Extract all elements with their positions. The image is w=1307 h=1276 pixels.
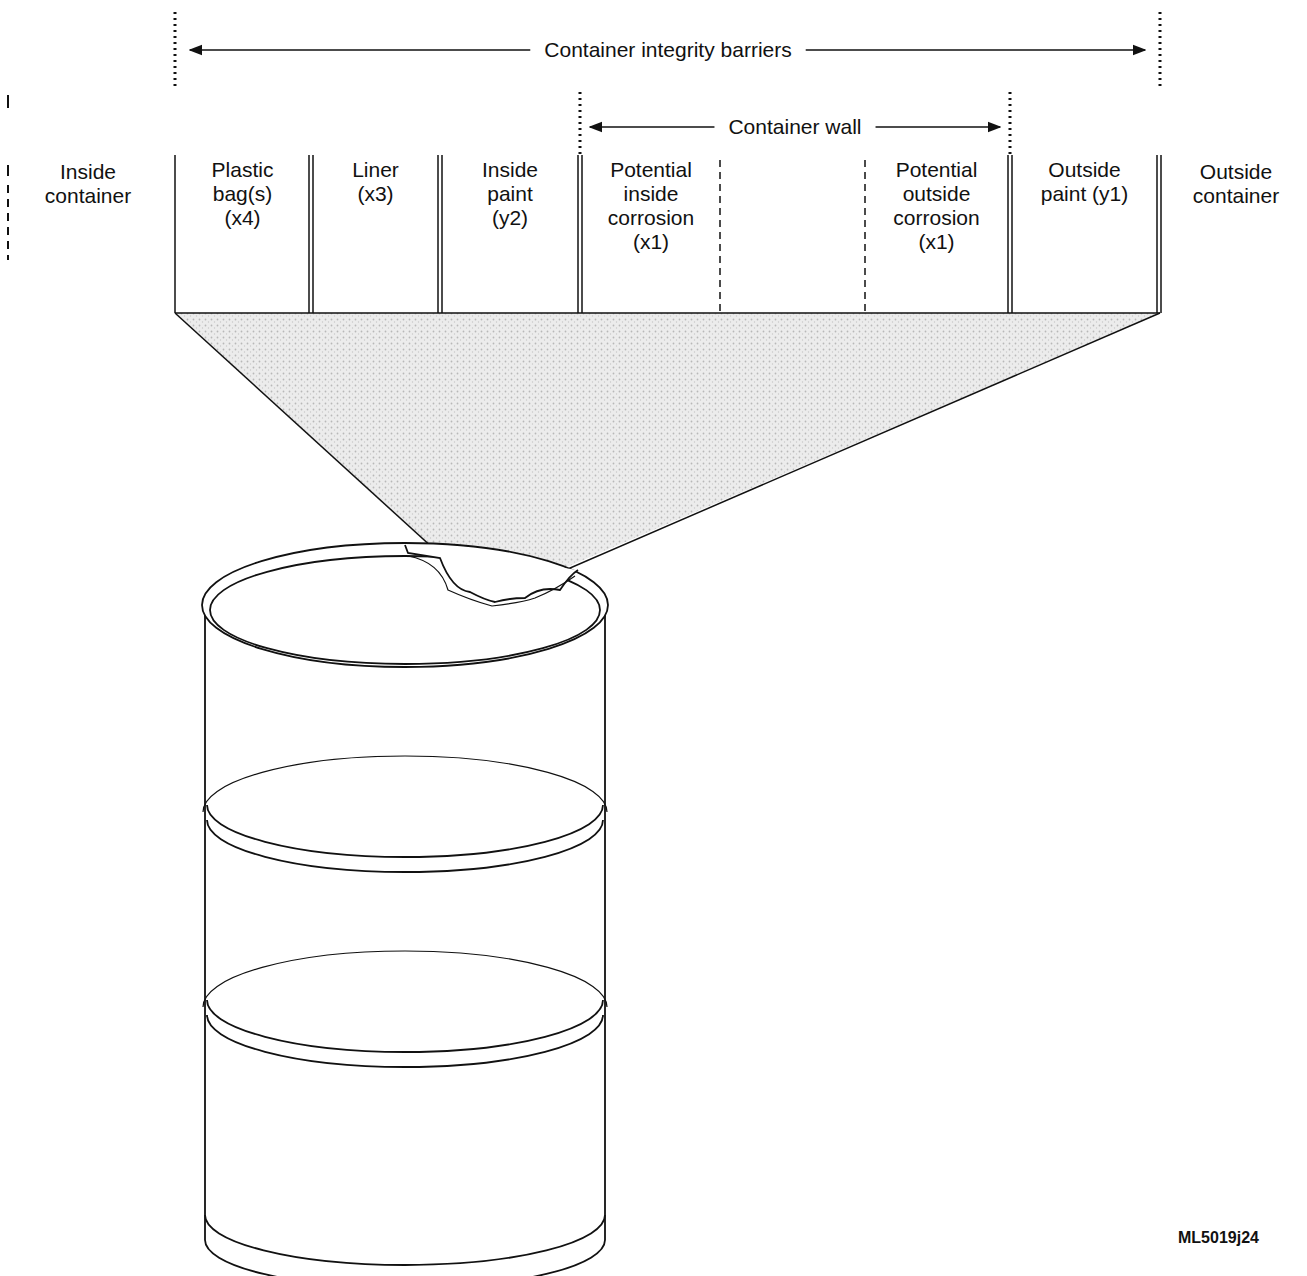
margin-marks [7,95,9,260]
layer-table [175,155,1161,313]
figure-code: ML5019j24 [1178,1226,1259,1250]
layer-name: Potential inside corrosion (x1) [590,158,712,254]
layer-name: Liner (x3) [340,158,412,206]
drum [202,543,608,1276]
bracket-ends [175,12,1160,158]
bracket-label: Container wall [726,115,863,139]
layer-name: Inside paint (y2) [471,158,549,230]
layer-cell: Inside paint (y2) [444,158,576,311]
layer-cell: Plastic bag(s) (x4) [178,158,307,311]
span-arrow [190,49,530,51]
bracket-label: Container integrity barriers [542,38,793,62]
layer-cell: Liner (x3) [315,158,436,311]
span-arrow [590,126,714,128]
span-arrow [876,126,1000,128]
layer-name: Plastic bag(s) (x4) [197,158,289,230]
span-arrow [806,49,1145,51]
layer-cell: Outside paint (y1) [1014,158,1155,311]
layer-name: Potential outside corrosion (x1) [876,158,998,254]
layer-cell: Potential inside corrosion (x1) [584,158,718,311]
side-label: Outside container [1180,160,1292,208]
side-label: Inside container [36,160,140,208]
layer-name: Outside paint (y1) [1039,158,1131,206]
layer-cell: Potential outside corrosion (x1) [867,158,1006,311]
